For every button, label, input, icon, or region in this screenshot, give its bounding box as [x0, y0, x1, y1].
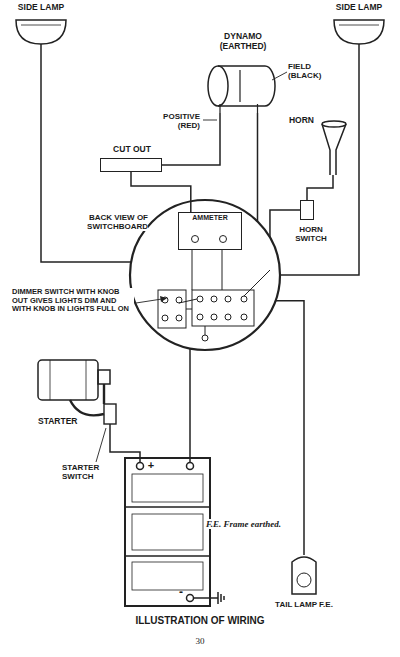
wire [131, 172, 191, 212]
node-label: BACK VIEW OF SWITCHBOARD [62, 213, 148, 231]
dimmer-switch-body [158, 290, 186, 328]
horn-bell [322, 121, 346, 127]
side-lamp: SIDE LAMP [16, 18, 66, 44]
node-label: CUT OUT [92, 145, 172, 155]
side-lamp-rim [339, 25, 379, 26]
polarity-sign: + [146, 459, 156, 472]
wire-label: FIELD (BLACK) [288, 62, 336, 80]
starter-motor [38, 360, 98, 400]
dynamo: DYNAMO (EARTHED) [205, 58, 280, 113]
wire-line [275, 301, 304, 555]
terminal [241, 314, 247, 320]
node-label: AMMETER [179, 214, 241, 222]
terminal [211, 296, 217, 302]
wire [280, 44, 359, 275]
side-lamp-bowl [16, 20, 66, 44]
terminal [162, 315, 168, 321]
terminal [225, 296, 231, 302]
earth-note: F.E. Frame earthed. [206, 519, 298, 529]
terminal [202, 335, 208, 341]
leader-line [136, 299, 162, 303]
battery-cell-divider [125, 507, 210, 556]
battery-cell [132, 514, 203, 550]
horn-trumpet [322, 124, 346, 175]
wire-label: POSITIVE (RED) [150, 112, 200, 130]
starter-terminal [98, 370, 110, 384]
dynamo-body [218, 66, 275, 106]
switchboard-wiring [179, 250, 270, 335]
switchboard: BACK VIEW OF SWITCHBOARDAMMETER [130, 200, 280, 350]
cut-out-box: CUT OUT [100, 158, 162, 172]
wire [275, 301, 304, 555]
dynamo-end [208, 66, 228, 106]
horn-switch: HORN SWITCH [300, 200, 314, 220]
side-lamp-bowl [334, 20, 384, 44]
terminal [241, 296, 247, 302]
leader-arrowhead [160, 296, 167, 302]
battery-cell [132, 562, 203, 590]
battery-earth-wire [194, 592, 224, 604]
node-label: DYNAMO (EARTHED) [213, 32, 273, 52]
starter-cable [70, 384, 104, 415]
callout-note: DIMMER SWITCH WITH KNOB OUT GIVES LIGHTS… [12, 288, 134, 314]
starter: STARTER [38, 355, 110, 403]
node-label: SIDE LAMP [6, 3, 76, 13]
polarity-sign: - [176, 586, 186, 600]
callout-label: STARTER SWITCH [62, 463, 120, 481]
switchboard-outline [130, 200, 280, 350]
node-label: SIDE LAMP [324, 3, 394, 13]
ammeter-terminal [219, 235, 227, 243]
node-label: STARTER [38, 417, 98, 427]
starter-battery-wire [110, 424, 140, 463]
figure-caption: ILLUSTRATION OF WIRING [60, 615, 340, 627]
battery-cell [132, 474, 203, 502]
leader-line [96, 428, 106, 462]
node-label: HORN SWITCH [289, 225, 333, 243]
tail-lamp-lens [297, 573, 311, 587]
wire [307, 175, 333, 200]
terminal [176, 315, 182, 321]
battery-terminal [187, 463, 194, 470]
ammeter-terminal [191, 235, 199, 243]
starter-switch [104, 404, 116, 424]
node-label: HORN [284, 116, 314, 126]
page-number: 30 [185, 636, 215, 646]
leader-line [203, 120, 217, 121]
tail-lamp: TAIL LAMP F.E. [290, 555, 318, 597]
battery-wire [189, 349, 191, 463]
dynamo-terminal [220, 70, 258, 113]
terminal [197, 296, 203, 302]
battery-case [125, 458, 210, 606]
terminal [211, 314, 217, 320]
terminal [197, 314, 203, 320]
battery-terminal [187, 595, 194, 602]
wire-line [307, 175, 333, 200]
wire-line [131, 172, 191, 212]
ammeter-box: AMMETER [178, 212, 242, 250]
tail-lamp-body [292, 557, 316, 594]
terminal [225, 314, 231, 320]
leader-line [272, 72, 287, 80]
wire-line [257, 113, 259, 221]
node-label: TAIL LAMP F.E. [274, 600, 334, 609]
side-lamp-rim [21, 25, 61, 26]
wire-line [280, 44, 359, 275]
battery-terminal [137, 463, 144, 470]
horn: HORN [318, 120, 348, 175]
wire [257, 113, 258, 221]
starter-bands [50, 360, 86, 400]
side-lamp: SIDE LAMP [334, 18, 384, 44]
